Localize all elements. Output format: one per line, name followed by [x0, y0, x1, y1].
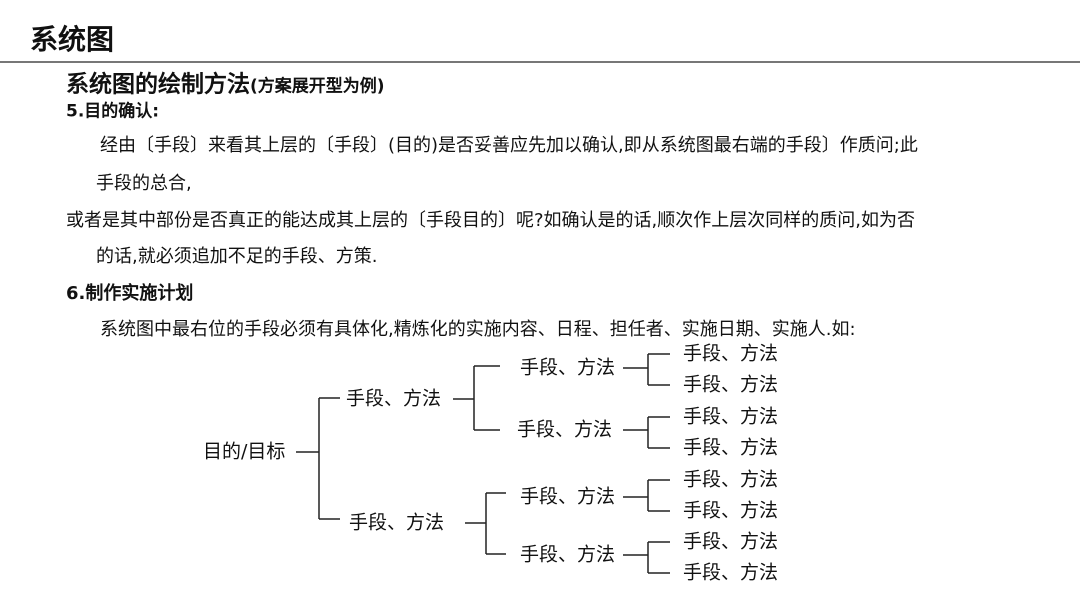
tree-node-l3: 手段、方法 — [683, 373, 779, 396]
paragraph-line: 或者是其中部份是否真正的能达成其上层的〔手段目的〕呢?如确认是的话,顺次作上层次… — [66, 210, 915, 231]
section5-heading: 5.目的确认: — [66, 101, 160, 122]
subtitle-text: 系统图的绘制方法 — [66, 71, 250, 98]
tree-node-l2: 手段、方法 — [520, 543, 616, 566]
paragraph-line: 系统图中最右位的手段必须有具体化,精炼化的实施内容、日程、担任者、实施日期、实施… — [100, 319, 856, 340]
tree-node-l3: 手段、方法 — [683, 499, 779, 522]
title-divider — [0, 61, 1080, 63]
tree-root: 目的/目标 — [203, 440, 286, 463]
subtitle-note: (方案展开型为例) — [250, 76, 385, 97]
tree-node-l2: 手段、方法 — [520, 485, 616, 508]
paragraph-line: 的话,就必须追加不足的手段、方策. — [96, 246, 378, 267]
slide-title: 系统图 — [30, 23, 115, 56]
paragraph-line: 经由〔手段〕来看其上层的〔手段〕(目的)是否妥善应先加以确认,即从系统图最右端的… — [100, 135, 918, 156]
paragraph-line: 手段的总合, — [96, 173, 192, 194]
tree-node-l3: 手段、方法 — [683, 561, 779, 584]
subtitle: 系统图的绘制方法(方案展开型为例) — [66, 71, 385, 98]
tree-node-l1: 手段、方法 — [346, 387, 442, 410]
tree-node-l3: 手段、方法 — [683, 405, 779, 428]
tree-node-l3: 手段、方法 — [683, 342, 779, 365]
tree-node-l2: 手段、方法 — [517, 418, 613, 441]
section6-heading: 6.制作实施计划 — [66, 283, 194, 304]
tree-node-l3: 手段、方法 — [683, 436, 779, 459]
tree-node-l1: 手段、方法 — [349, 511, 445, 534]
tree-node-l3: 手段、方法 — [683, 530, 779, 553]
tree-node-l3: 手段、方法 — [683, 468, 779, 491]
tree-node-l2: 手段、方法 — [520, 356, 616, 379]
